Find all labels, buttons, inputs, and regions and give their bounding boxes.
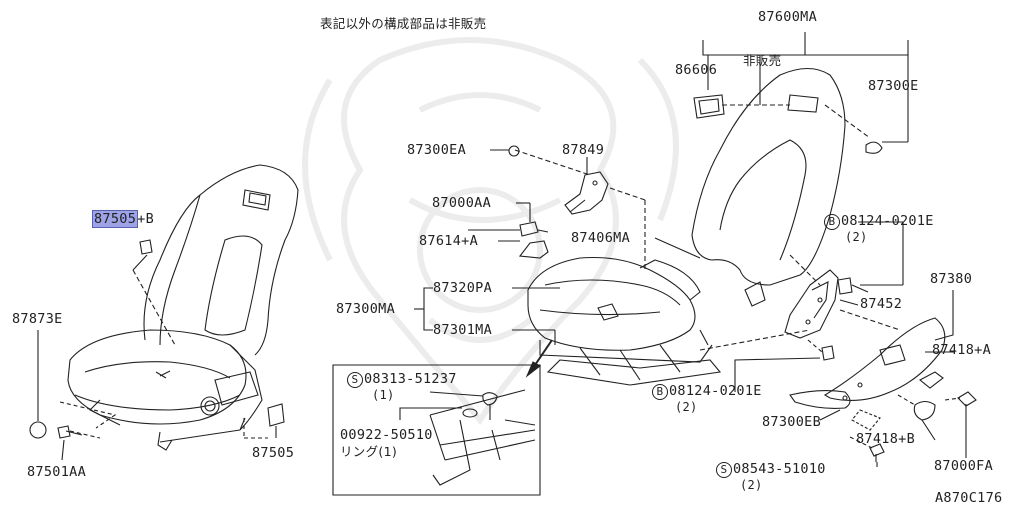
part-label-87000fa[interactable]: 87000FA xyxy=(934,458,993,474)
not-for-sale-note: 非販売 xyxy=(743,53,782,68)
part-label-87418a[interactable]: 87418+A xyxy=(932,342,991,358)
part-label-87380[interactable]: 87380 xyxy=(930,271,973,287)
left-seat-assembly xyxy=(29,164,299,461)
part-label-87849[interactable]: 87849 xyxy=(562,142,605,158)
part-label-87505-b[interactable]: 87505+B xyxy=(91,210,154,228)
watermark-logo xyxy=(302,37,679,426)
qty-08313: (1) xyxy=(372,388,395,402)
bolt-marker-b: B xyxy=(652,384,668,400)
part-label-87000aa[interactable]: 87000AA xyxy=(432,195,491,211)
part-label-87300ma[interactable]: 87300MA xyxy=(336,301,395,317)
bolt-marker-b: B xyxy=(824,214,840,230)
part-label-87873e[interactable]: 87873E xyxy=(12,311,63,327)
part-label-87600ma[interactable]: 87600MA xyxy=(758,9,817,25)
ring-note: リング(1) xyxy=(340,444,398,459)
highlighted-part-number[interactable]: 87505 xyxy=(91,210,139,228)
diagram-code: A870C176 xyxy=(935,490,1003,506)
screw-marker-s: S xyxy=(716,462,732,478)
part-label-87614a[interactable]: 87614+A xyxy=(419,233,478,249)
part-label-87452[interactable]: 87452 xyxy=(860,296,903,312)
part-label-86606[interactable]: 86606 xyxy=(675,62,718,78)
leader-lines xyxy=(414,32,955,467)
part-label-87501aa[interactable]: 87501AA xyxy=(27,464,86,480)
seatback-assembly xyxy=(691,67,977,462)
part-label-87300ea[interactable]: 87300EA xyxy=(407,142,466,158)
part-label-87505[interactable]: 87505 xyxy=(252,445,295,461)
qty-08543: (2) xyxy=(740,478,763,492)
part-label-87406ma[interactable]: 87406MA xyxy=(571,230,630,246)
screw-marker-s: S xyxy=(347,372,363,388)
seat-cushion-assembly xyxy=(508,145,722,386)
qty-08124-bottom: (2) xyxy=(675,400,698,414)
part-label-87300e[interactable]: 87300E xyxy=(868,78,919,94)
part-label-87418b[interactable]: 87418+B xyxy=(856,431,915,447)
part-label-87300eb[interactable]: 87300EB xyxy=(762,414,821,430)
qty-08124-top: (2) xyxy=(845,230,868,244)
detail-inset xyxy=(332,364,541,496)
part-label-87301ma[interactable]: 87301MA xyxy=(433,322,492,338)
part-label-87320pa[interactable]: 87320PA xyxy=(433,280,492,296)
part-label-00922-50510[interactable]: 00922-50510 xyxy=(340,427,433,443)
header-note: 表記以外の構成部品は非販売 xyxy=(320,16,487,31)
